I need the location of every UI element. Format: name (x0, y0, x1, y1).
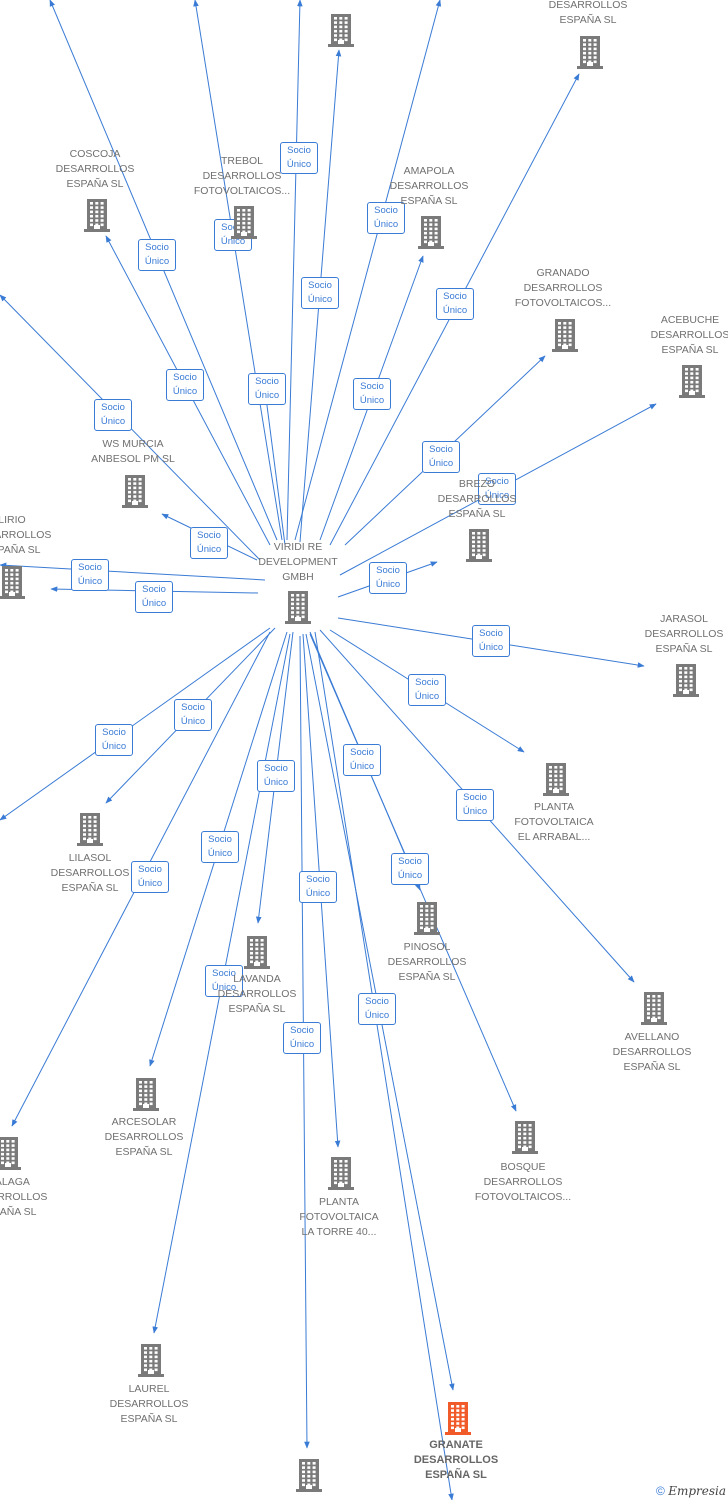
building-icon (414, 902, 440, 935)
edge-label-badge[interactable]: Socio Único (257, 760, 295, 792)
node-label-lirio: LIRIO DESARROLLOS ESPAÑA SL (0, 514, 52, 556)
edge-label-badge[interactable]: Socio Único (71, 559, 109, 591)
building-icon (418, 216, 444, 249)
edge-label-badge[interactable]: Socio Único (391, 853, 429, 885)
building-icon (77, 813, 103, 846)
edge-label-badge[interactable]: Socio Único (456, 789, 494, 821)
building-icon (231, 206, 257, 239)
edge-label-badge[interactable]: Socio Único (205, 965, 243, 997)
node-label-planta-arrabal: PLANTA FOTOVOLTAICA EL ARRABAL... (514, 801, 594, 843)
node-label-granado: GRANADO DESARROLLOS FOTOVOLTAICOS... (514, 267, 612, 309)
node-label-coscoja: COSCOJA DESARROLLOS ESPAÑA SL (55, 148, 135, 190)
building-icon (0, 566, 25, 599)
edge-label-badge[interactable]: Socio Único (174, 699, 212, 731)
node-label-samonarejo: SAMONAREJO... (300, 0, 382, 3)
node-label-jarasol: JARASOL DESARROLLOS ESPAÑA SL (644, 613, 724, 655)
building-icon (641, 992, 667, 1025)
edge-edge-offscreen-7 (263, 389, 286, 546)
building-icon (445, 1402, 471, 1435)
building-icon (133, 1078, 159, 1111)
copyright-credit[interactable]: © Empresia (656, 1484, 726, 1498)
edge-label-badge[interactable]: Socio Único (201, 831, 239, 863)
node-label-malaga: MALAGA DESARROLLOS ESPAÑA SL (0, 1176, 48, 1218)
node-label-brezo: BREZO DESARROLLOS ESPAÑA SL (437, 478, 517, 520)
edge-label-badge[interactable]: Socio Único (472, 625, 510, 657)
node-label-bosque: BOSQUE DESARROLLOS FOTOVOLTAICOS... (474, 1161, 572, 1203)
edge-label-badge[interactable]: Socio Único (343, 744, 381, 776)
edge-label-badge[interactable]: Socio Único (95, 724, 133, 756)
edge-label-badge[interactable]: Socio Único (422, 441, 460, 473)
edge-label-badge[interactable]: Socio Único (283, 1022, 321, 1054)
edge-label-badge[interactable]: Socio Único (135, 581, 173, 613)
edge-label-badge[interactable]: Socio Único (131, 861, 169, 893)
node-label-trebol: TREBOL DESARROLLOS FOTOVOLTAICOS... (193, 155, 291, 197)
edge-edge-offscreen-2 (193, 0, 283, 541)
building-icon (296, 1459, 322, 1492)
edge-trebol (286, 0, 303, 541)
edge-edge-offscreen-6 (0, 627, 271, 821)
edge-label-badge[interactable]: Socio Único (358, 993, 396, 1025)
node-label-avellano: AVELLANO DESARROLLOS ESPAÑA SL (612, 1031, 692, 1073)
brand-logo-text: Empresia (668, 1484, 726, 1498)
node-label-planta-torre: PLANTA FOTOVOLTAICA LA TORRE 40... (299, 1196, 379, 1238)
building-icon (512, 1121, 538, 1154)
edge-edge-offscreen-5 (0, 562, 266, 581)
building-icon (552, 319, 578, 352)
building-icon (0, 1137, 21, 1170)
building-icon (138, 1344, 164, 1377)
node-label-lilasol: LILASOL DESARROLLOS ESPAÑA SL (50, 852, 130, 894)
node-label-acebuche: ACEBUCHE DESARROLLOS ESPAÑA SL (650, 314, 728, 356)
node-label-top-right: DESARROLLOS ESPAÑA SL (548, 0, 628, 26)
node-label-pinosol: PINOSOL DESARROLLOS ESPAÑA SL (387, 941, 467, 983)
building-icon (244, 936, 270, 969)
edge-label-badge[interactable]: Socio Único (369, 562, 407, 594)
building-icon (543, 763, 569, 796)
node-label-laurel: LAUREL DESARROLLOS ESPAÑA SL (109, 1383, 189, 1425)
building-icon (285, 591, 311, 624)
edge-label-badge[interactable]: Socio Único (138, 239, 176, 271)
edge-label-badge[interactable]: Socio Único (94, 399, 132, 431)
edge-label-badge[interactable]: Socio Único (248, 373, 286, 405)
building-icon (673, 664, 699, 697)
edge-label-badge[interactable]: Socio Único (299, 871, 337, 903)
edge-edge-offscreen-3 (294, 0, 442, 541)
edge-label-badge[interactable]: Socio Único (367, 202, 405, 234)
building-icon (84, 199, 110, 232)
edge-label-badge[interactable]: Socio Único (353, 378, 391, 410)
copyright-symbol: © (656, 1484, 665, 1498)
node-label-amapola: AMAPOLA DESARROLLOS ESPAÑA SL (389, 165, 469, 207)
building-icon (328, 1157, 354, 1190)
edge-label-badge[interactable]: Socio Único (436, 288, 474, 320)
building-icon (122, 475, 148, 508)
node-label-granate: GRANATE DESARROLLOS ESPAÑA SL (413, 1439, 499, 1481)
node-label-lavanda: LAVANDA DESARROLLOS ESPAÑA SL (217, 973, 297, 1015)
building-icon (328, 14, 354, 47)
edge-label-badge[interactable]: Socio Único (166, 369, 204, 401)
building-icon (679, 365, 705, 398)
building-icon (577, 36, 603, 69)
node-label-arcesolar: ARCESOLAR DESARROLLOS ESPAÑA SL (104, 1116, 184, 1158)
edge-label-badge[interactable]: Socio Único (280, 142, 318, 174)
edge-label-badge[interactable]: Socio Único (478, 473, 516, 505)
node-label-ws-murcia: WS MURCIA ANBESOL PM SL (91, 438, 175, 465)
building-icon (466, 529, 492, 562)
edge-label-badge[interactable]: Socio Único (190, 527, 228, 559)
edge-label-badge[interactable]: Socio Único (408, 674, 446, 706)
edge-label-badge[interactable]: Socio Único (301, 277, 339, 309)
edge-edge-offscreen-8 (314, 631, 454, 1500)
center-node-label: VIRIDI RE DEVELOPMENT GMBH (258, 541, 338, 583)
